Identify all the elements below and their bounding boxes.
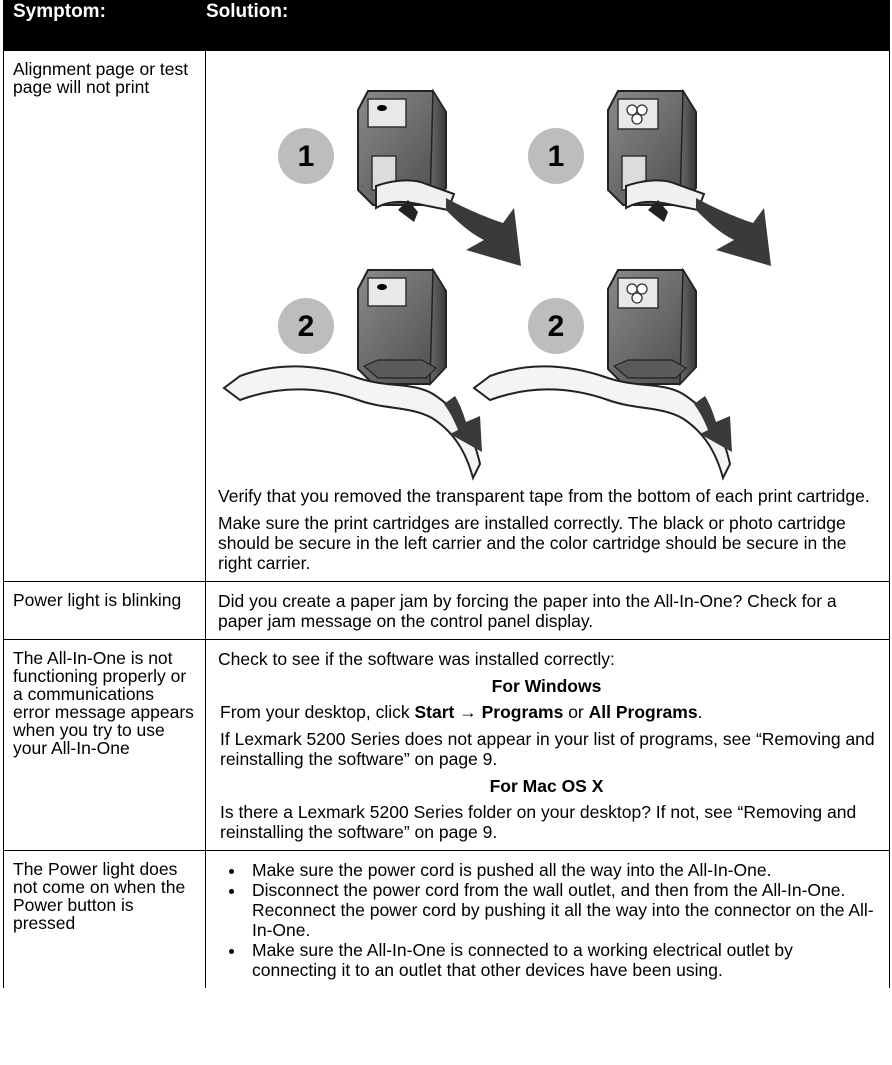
down-arrow-icon	[696, 198, 771, 266]
windows-note: If Lexmark 5200 Series does not appear i…	[220, 729, 875, 769]
right-arrow-icon: →	[459, 702, 477, 722]
down-arrow-icon	[444, 396, 482, 452]
troubleshooting-table: Symptom: Solution: Alignment page or tes…	[3, 0, 890, 988]
list-item: Disconnect the power cord from the wall …	[246, 880, 875, 940]
programs-menu-label: Programs	[481, 702, 564, 722]
color-cartridge-step1	[607, 88, 706, 222]
windows-or-text: or	[563, 702, 589, 722]
step-number-label: 1	[548, 140, 565, 173]
start-menu-label: Start	[414, 702, 455, 722]
windows-step-prefix: From your desktop, click	[220, 702, 415, 722]
down-arrow-icon	[694, 396, 732, 452]
table-header-row: Symptom: Solution:	[3, 0, 890, 51]
windows-period: .	[697, 702, 703, 722]
solution-intro: Check to see if the software was install…	[218, 649, 615, 669]
step-number-label: 1	[298, 140, 315, 173]
list-item: Make sure the All-In-One is connected to…	[246, 940, 875, 980]
symptom-column-header: Symptom:	[3, 0, 206, 51]
step-number-label: 2	[548, 310, 565, 343]
step-1-badge: 1	[528, 128, 584, 184]
solution-cell: Check to see if the software was install…	[205, 639, 890, 851]
table-row: Power light is blinking Did you create a…	[3, 581, 890, 640]
solution-paragraph: Make sure the print cartridges are insta…	[218, 513, 847, 573]
table-row: Alignment page or test page will not pri…	[3, 50, 890, 582]
solution-bullet-list: Make sure the power cord is pushed all t…	[218, 860, 875, 980]
mac-note: Is there a Lexmark 5200 Series folder on…	[220, 802, 857, 842]
step-2-badge: 2	[528, 298, 584, 354]
table-row: The Power light does not come on when th…	[3, 850, 890, 988]
solution-cell: Make sure the power cord is pushed all t…	[205, 850, 890, 988]
windows-subheading: For Windows	[491, 676, 602, 696]
solution-paragraph: Verify that you removed the transparent …	[218, 486, 870, 506]
list-item: Make sure the power cord is pushed all t…	[246, 860, 875, 880]
symptom-cell: The Power light does not come on when th…	[3, 850, 206, 988]
black-cartridge-step2	[357, 267, 447, 386]
color-cartridge-step2	[607, 267, 697, 386]
mac-subheading: For Mac OS X	[489, 776, 604, 796]
cartridge-illustration: 1	[222, 88, 771, 481]
symptom-cell: The All-In-One is not functioning proper…	[3, 639, 206, 851]
all-programs-menu-label: All Programs	[588, 702, 698, 722]
symptom-cell: Power light is blinking	[3, 581, 206, 640]
step-2-badge: 2	[278, 298, 334, 354]
cartridge-tape-removal-figure: 1	[218, 60, 875, 486]
black-cartridge-step1	[357, 88, 456, 222]
solution-cell: 1	[205, 50, 890, 582]
windows-step: From your desktop, click Start → Program…	[218, 702, 875, 722]
table-row: The All-In-One is not functioning proper…	[3, 639, 890, 851]
solution-paragraph: Did you create a paper jam by forcing th…	[218, 591, 837, 631]
step-1-badge: 1	[278, 128, 334, 184]
symptom-cell: Alignment page or test page will not pri…	[3, 50, 206, 582]
down-arrow-icon	[446, 198, 521, 266]
step-number-label: 2	[298, 310, 315, 343]
solution-column-header: Solution:	[205, 0, 890, 51]
solution-cell: Did you create a paper jam by forcing th…	[205, 581, 890, 640]
